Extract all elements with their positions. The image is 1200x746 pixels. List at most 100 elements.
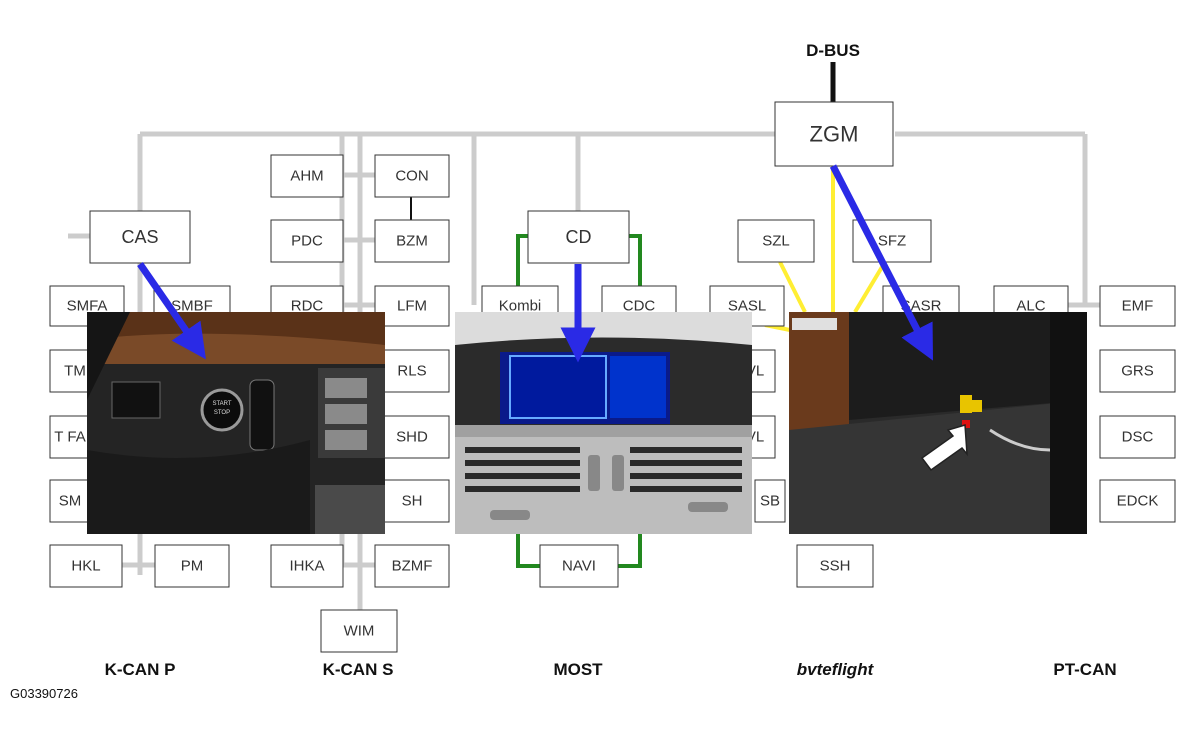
bus-label-pt-can: PT-CAN: [1053, 660, 1116, 679]
tfa-module: T FA: [49, 415, 91, 459]
ssh-label: SSH: [820, 558, 851, 575]
ssh-module: SSH: [796, 544, 874, 588]
ihka-module: IHKA: [270, 544, 344, 588]
grs-module: GRS: [1099, 349, 1176, 393]
bzmf-box: [374, 544, 450, 588]
con-label: CON: [395, 168, 428, 185]
hkl-box: [49, 544, 123, 588]
footwell-connector-photo: [789, 312, 1087, 534]
rls-box: [374, 349, 450, 393]
cas-module: CAS: [89, 210, 191, 264]
hkl-module: HKL: [49, 544, 123, 588]
sb-box: [754, 479, 786, 523]
bus-label-k-can-p: K-CAN P: [105, 660, 176, 679]
ahm-label: AHM: [290, 168, 323, 185]
blue-arrows: [137, 164, 933, 363]
shd-box: [374, 415, 450, 459]
cas-box: [89, 210, 191, 264]
hkl-label: HKL: [71, 558, 100, 575]
display-photo: [455, 312, 752, 534]
pdc-label: PDC: [291, 233, 323, 250]
lfm-label: LFM: [397, 298, 427, 315]
svg-text:START: START: [212, 401, 231, 407]
shd-label: SHD: [396, 429, 428, 446]
cd-module: CD: [527, 210, 630, 264]
ihka-box: [270, 544, 344, 588]
sm-box: [49, 479, 91, 523]
zgm-module: ZGM: [774, 101, 894, 167]
pdc-box: [270, 219, 344, 263]
rdc-label: RDC: [291, 298, 324, 315]
edck-box: [1099, 479, 1176, 523]
dsc-module: DSC: [1099, 415, 1176, 459]
ihka-label: IHKA: [289, 558, 324, 575]
bus-label-k-can-s: K-CAN S: [323, 660, 394, 679]
pm-module: PM: [154, 544, 230, 588]
con-box: [374, 154, 450, 198]
bzmf-label: BZMF: [392, 558, 433, 575]
sh-box: [374, 479, 450, 523]
sb-module: SB: [754, 479, 786, 523]
lfm-box: [374, 285, 450, 327]
dbus-label: D-BUS: [806, 41, 860, 60]
navi-module: NAVI: [539, 544, 619, 588]
smfa-label: SMFA: [67, 298, 108, 315]
svg-text:STOP: STOP: [214, 410, 230, 416]
zgm-label: ZGM: [810, 122, 859, 147]
shd-module: SHD: [374, 415, 450, 459]
tfa-label: T FA: [54, 429, 85, 446]
bus-label-most: MOST: [553, 660, 603, 679]
pm-label: PM: [181, 558, 204, 575]
szl-box: [737, 219, 815, 263]
sasl-label: SASL: [728, 298, 766, 315]
bzm-box: [374, 219, 450, 263]
alc-label: ALC: [1016, 298, 1045, 315]
dsc-label: DSC: [1122, 429, 1154, 446]
navi-box: [539, 544, 619, 588]
lfm-module: LFM: [374, 285, 450, 327]
bus-label-byteflight: bvteflight: [797, 660, 875, 679]
con-module: CON: [374, 154, 450, 198]
dsc-box: [1099, 415, 1176, 459]
ahm-box: [270, 154, 344, 198]
kombi-label: Kombi: [499, 298, 542, 315]
sm-module: SM: [49, 479, 91, 523]
wim-box: [320, 609, 398, 653]
wim-module: WIM: [320, 609, 398, 653]
bzm-label: BZM: [396, 233, 428, 250]
ssh-box: [796, 544, 874, 588]
rls-label: RLS: [397, 363, 426, 380]
sm-label: SM: [59, 493, 82, 510]
sh-module: SH: [374, 479, 450, 523]
bzmf-module: BZMF: [374, 544, 450, 588]
grs-label: GRS: [1121, 363, 1154, 380]
sfz-label: SFZ: [878, 233, 906, 250]
cas-label: CAS: [121, 227, 158, 247]
cd-box: [527, 210, 630, 264]
navi-label: NAVI: [562, 558, 596, 575]
pm-box: [154, 544, 230, 588]
cas-arrow: [137, 262, 206, 360]
sb-label: SB: [760, 493, 780, 510]
bzm-module: BZM: [374, 219, 450, 263]
ahm-module: AHM: [270, 154, 344, 198]
emf-module: EMF: [1099, 285, 1176, 327]
start-stop-button-photo: START STOP: [87, 312, 385, 534]
rls-module: RLS: [374, 349, 450, 393]
szl-module: SZL: [737, 219, 815, 263]
zgm-arrow: [829, 164, 933, 361]
edck-module: EDCK: [1099, 479, 1176, 523]
emf-box: [1099, 285, 1176, 327]
sh-label: SH: [402, 493, 423, 510]
szl-label: SZL: [762, 233, 790, 250]
cdc-label: CDC: [623, 298, 656, 315]
cd-label: CD: [566, 227, 592, 247]
smbf-label: SMBF: [171, 298, 213, 315]
grs-box: [1099, 349, 1176, 393]
figure-code: G03390726: [10, 686, 78, 701]
emf-label: EMF: [1122, 298, 1154, 315]
edck-label: EDCK: [1117, 493, 1159, 510]
pdc-module: PDC: [270, 219, 344, 263]
wim-label: WIM: [344, 623, 375, 640]
